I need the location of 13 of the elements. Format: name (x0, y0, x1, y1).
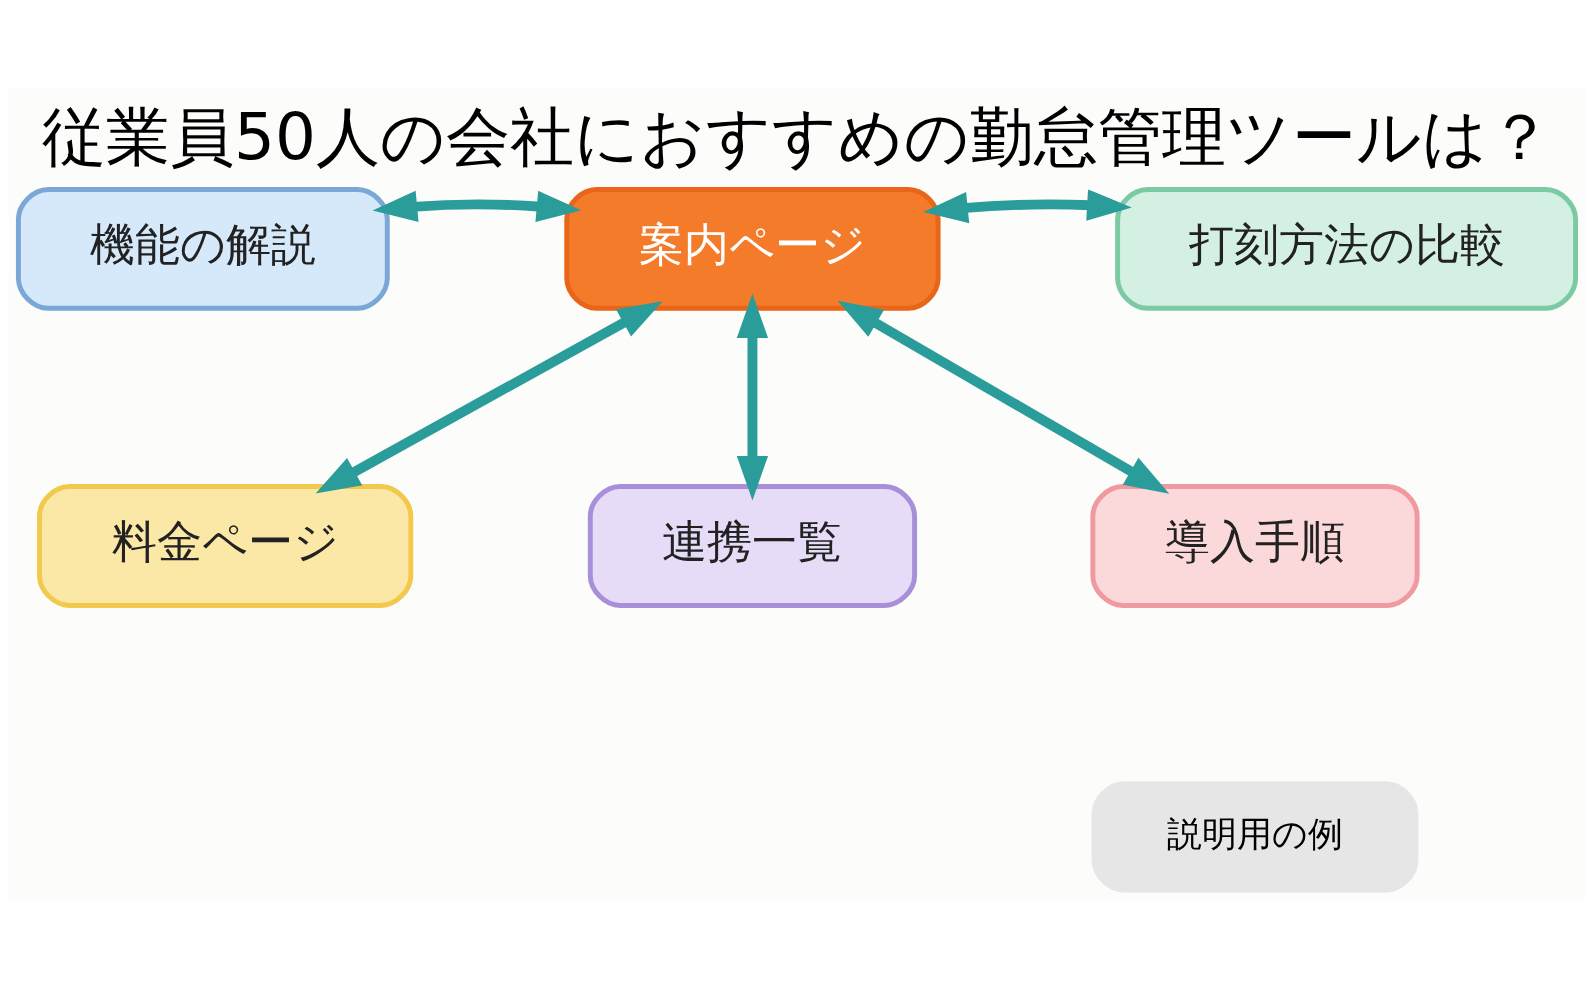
node-box: 連携一覧 (587, 483, 918, 608)
arrow (315, 300, 663, 493)
node-box: 料金ページ (37, 483, 414, 608)
arrow (837, 300, 1170, 494)
diagram-title: 従業員50人の会社におすすめの勤怠管理ツールは？ (42, 98, 1552, 174)
node-box: 打刻方法の比較 (1115, 186, 1579, 311)
node-box: 機能の解説 (15, 186, 390, 311)
arrow (372, 190, 582, 222)
label: 説明用の例 (1166, 813, 1343, 854)
node-box: 導入手順 (1090, 483, 1420, 608)
node-box: 案内ページ (564, 186, 941, 311)
arrow (923, 188, 1132, 223)
arrow (736, 292, 769, 501)
